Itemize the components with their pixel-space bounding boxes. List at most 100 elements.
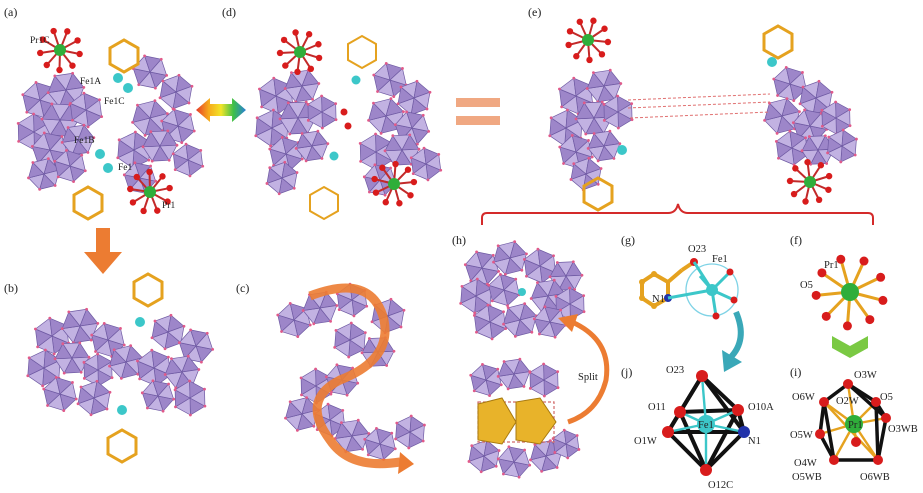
oxygen-vertex (27, 356, 31, 360)
pr-coordination-d-bottom (371, 160, 418, 207)
oxygen-vertex (375, 426, 378, 430)
oxygen-atom (294, 68, 301, 76)
oxygen-vertex (171, 152, 175, 156)
oxygen-atom (315, 41, 322, 48)
oxygen-vertex (548, 439, 552, 443)
fe-atom-fe1b (95, 149, 105, 159)
oxygen-atom (825, 172, 833, 180)
oxygen-vertex (522, 385, 526, 388)
oxygen-vertex (94, 350, 97, 353)
label-j-o1w: O1W (634, 436, 657, 447)
oxygen-vertex (409, 414, 413, 418)
oxygen-vertex (507, 445, 511, 449)
oxygen-vertex (161, 409, 165, 413)
oxygen-vertex (27, 176, 30, 180)
oxygen-vertex (529, 458, 532, 462)
oxygen-vertex (260, 105, 264, 109)
oxygen-vertex (497, 269, 501, 273)
label-f-o5: O5 (800, 280, 813, 291)
oxygen-vertex (188, 174, 192, 178)
oxygen-vertex (827, 135, 831, 139)
oxygen-atom (786, 177, 794, 185)
oxygen-vertex (67, 310, 71, 314)
oxygen-vertex (31, 161, 35, 164)
carbon-g1 (651, 271, 657, 277)
oxygen-vertex (189, 328, 192, 332)
oxygen-vertex (203, 387, 206, 391)
label-pr1: Pr1 (162, 201, 175, 211)
oxygen-atom (842, 321, 852, 331)
polyhedron-face (387, 309, 405, 328)
oxygen-vertex (189, 113, 192, 116)
label-j-o23: O23 (666, 365, 684, 376)
oxygen-vertex (276, 313, 280, 317)
ligand-ring-a-bottom (72, 185, 104, 221)
oxygen-vertex (502, 472, 505, 476)
oxygen-vertex (528, 463, 532, 467)
panel-label-e: (e) (528, 5, 541, 19)
oxygen-vertex (560, 105, 564, 109)
oxygen-vertex (300, 157, 304, 161)
oxygen-vertex (92, 136, 96, 140)
oxygen-vertex (326, 142, 330, 146)
oxygen-vertex (294, 146, 298, 150)
polyhedron-face (815, 91, 833, 110)
oxygen-d1 (340, 108, 348, 116)
polyhedron-face (835, 109, 851, 127)
oxygen-vertex (402, 308, 406, 312)
polyhedron-face (513, 449, 531, 466)
oxygen-vertex (32, 112, 35, 116)
oxygen-vertex (136, 359, 139, 363)
polyhedron-face (69, 154, 86, 172)
oxygen-vertex (392, 95, 396, 98)
oxygen-vertex (324, 375, 328, 379)
oxygen-vertex (268, 147, 272, 151)
oxygen-vertex (333, 345, 337, 349)
ligand-ring-e-top (762, 24, 794, 60)
oxygen-vertex (272, 76, 276, 80)
gold-polyhedron-left (477, 397, 517, 445)
oxygen-vertex (199, 148, 203, 152)
oxygen-vertex (572, 162, 576, 166)
oxygen-atom (133, 173, 140, 181)
oxygen-vertex (42, 131, 46, 135)
oxygen-vertex (536, 247, 540, 251)
polyhedron-face (569, 295, 585, 313)
polyhedra-cluster-h-bottom (467, 357, 581, 479)
oxygen-vertex (334, 329, 338, 332)
link-e-3 (629, 111, 771, 119)
oxygen-vertex (618, 142, 622, 146)
oxygen-vertex (190, 84, 194, 88)
polyhedron-face (603, 143, 621, 159)
polyhedron-face (539, 255, 557, 273)
oxygen-vertex (469, 373, 473, 377)
oxygen-vertex (523, 448, 526, 452)
label-j-n1: N1 (748, 436, 761, 447)
oxygen-vertex (362, 175, 366, 179)
polyhedron-face (545, 451, 562, 468)
fe-atom-h (518, 288, 526, 296)
pr-coordination-a-bottom (127, 168, 173, 215)
oxygen-vertex (602, 118, 606, 122)
polyhedron-face (603, 83, 622, 100)
oxygen-vertex (74, 397, 78, 401)
pr-coordination-e-left (565, 17, 612, 64)
oxygen-atom (836, 254, 846, 264)
oxygen-vertex (496, 367, 500, 371)
fe-atom-fe1c (123, 83, 133, 93)
oxygen-vertex (341, 408, 345, 412)
oxygen-vertex (335, 363, 339, 367)
polyhedron-face (149, 58, 168, 76)
oxygen-vertex (784, 66, 788, 69)
oxygen-vertex (95, 379, 99, 383)
oxygen-vertex (574, 117, 578, 121)
oxygen-vertex (553, 451, 557, 454)
oxygen-vertex (62, 371, 66, 375)
oxygen-vertex (71, 71, 75, 75)
oxygen-vertex (295, 171, 299, 174)
oxygen-vertex (292, 186, 296, 190)
equals-bar-bottom (456, 116, 500, 125)
oxygen-vertex (112, 348, 116, 352)
oxygen-atom (825, 186, 832, 193)
polyhedron-face (43, 359, 61, 379)
